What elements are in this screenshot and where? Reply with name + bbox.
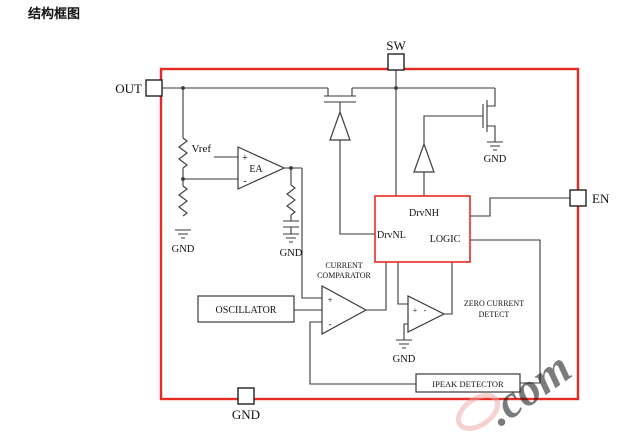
zero-current-label-2: DETECT [479, 310, 510, 319]
ground-fet [487, 141, 503, 151]
current-comparator-label-1: CURRENT [325, 261, 362, 270]
pin-label-gnd: GND [232, 407, 260, 422]
pin-label-en: EN [592, 191, 610, 206]
watermark-flourish [455, 392, 501, 432]
pin-label-sw: SW [386, 38, 406, 53]
pin-sw [387, 53, 405, 71]
pin-gnd [237, 387, 255, 405]
zcd-plus-sign: + [413, 306, 418, 315]
zero-current-label-1: ZERO CURRENT [464, 299, 524, 308]
ea-label: EA [249, 164, 263, 175]
oscillator-box [197, 295, 295, 323]
ea-minus-sign: - [243, 176, 246, 187]
ground-divider [175, 229, 191, 239]
pin-en [569, 189, 587, 207]
pins [145, 53, 587, 405]
gnd-label-divider: GND [172, 244, 195, 255]
wires [162, 70, 570, 385]
vref-label: Vref [192, 143, 212, 155]
oscillator-label: OSCILLATOR [216, 305, 277, 316]
ground-symbols [175, 141, 503, 349]
comparator-plus-sign: + [327, 295, 332, 305]
mosfet-lowside [482, 100, 488, 132]
resistor-bottom [178, 185, 188, 217]
junction-dots [181, 86, 398, 181]
watermark-text: .com [476, 341, 580, 435]
gnd-label-compensation: GND [280, 248, 303, 259]
compensation-resistor [286, 184, 296, 216]
ipeak-detector-label: IPEAK DETECTOR [432, 379, 504, 389]
resistor-top [178, 137, 188, 169]
pin-label-out: OUT [115, 81, 142, 96]
zero-current-comparator [407, 295, 446, 333]
chip-boundary [159, 67, 580, 401]
drvnh-label: DrvNH [409, 208, 439, 219]
logic-box [374, 195, 471, 263]
gnd-label-zcd: GND [393, 354, 416, 365]
ground-zcd [396, 339, 412, 349]
page-title: 结构框图 [28, 6, 80, 22]
driver-high [413, 142, 435, 173]
current-comparator [321, 284, 368, 336]
logic-label: LOGIC [430, 234, 461, 245]
ipeak-detector-box [415, 373, 521, 393]
ground-compensation [283, 233, 299, 243]
gnd-label-fet: GND [484, 154, 507, 165]
ea-plus-sign: + [242, 153, 248, 164]
error-amplifier [237, 146, 286, 190]
feedback-divider [178, 137, 188, 217]
zcd-minus-sign: - [424, 306, 427, 315]
comparator-minus-sign: - [329, 319, 332, 329]
pin-out [145, 79, 163, 97]
current-comparator-label-2: COMPARATOR [317, 271, 371, 280]
mosfet-highside [324, 95, 356, 103]
driver-low [329, 110, 351, 141]
drvnl-label: DrvNL [377, 230, 406, 241]
